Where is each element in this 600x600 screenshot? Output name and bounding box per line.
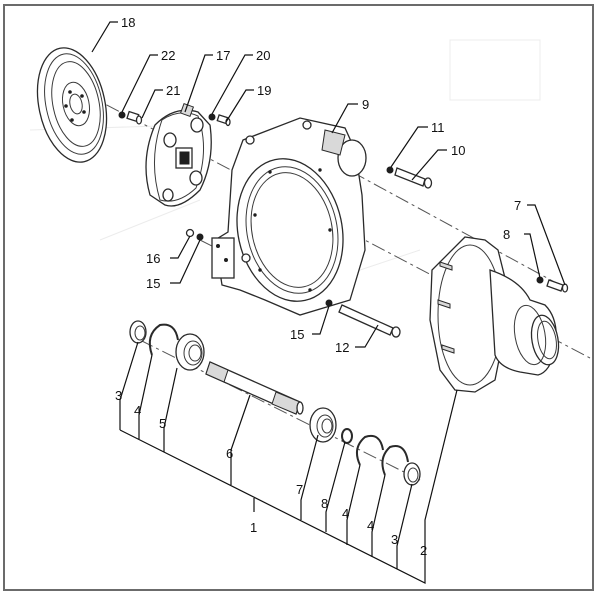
callout-9: 7 <box>514 198 566 286</box>
washer-left[interactable] <box>196 233 204 241</box>
label-20: 18 <box>121 15 135 30</box>
label-3-right: 3 <box>391 532 398 547</box>
label-22: 22 <box>161 48 175 63</box>
washer-lower[interactable] <box>325 299 333 307</box>
washer-clutch[interactable] <box>208 113 216 121</box>
label-11: 9 <box>362 97 369 112</box>
label-9: 7 <box>514 198 521 213</box>
label-17: 17 <box>216 48 230 63</box>
snap-ring-left[interactable] <box>148 323 179 356</box>
label-16: 16 <box>146 251 160 266</box>
callout-19: 20 <box>211 48 270 115</box>
callout-15-lower: 15 <box>290 305 330 342</box>
bolt-clutch[interactable] <box>216 114 231 127</box>
callout-21: 21 <box>141 83 180 119</box>
shaft[interactable] <box>205 361 304 415</box>
snap-ring-mid[interactable] <box>355 434 384 466</box>
label-5: 5 <box>159 416 166 431</box>
label-4-left: 4 <box>134 403 141 418</box>
callout-group-1: 3 4 5 6 1 7 8 4 4 3 2 <box>115 341 458 584</box>
label-2: 2 <box>420 543 427 558</box>
label-18: 19 <box>257 83 271 98</box>
callout-18: 19 <box>225 83 271 123</box>
bearing-left[interactable] <box>175 333 205 371</box>
label-12: 10 <box>451 143 465 158</box>
label-4-mid: 4 <box>342 506 349 521</box>
callout-15-left: 15 <box>146 239 201 291</box>
label-15-lower: 15 <box>290 327 304 342</box>
washer-flywheel[interactable] <box>118 111 126 119</box>
upper-bolt-axis <box>329 159 561 286</box>
bolt-flywheel[interactable] <box>126 110 143 125</box>
clutch-plate[interactable] <box>145 102 212 207</box>
long-bolt-lower[interactable] <box>338 304 401 338</box>
callout-17: 17 <box>184 48 230 113</box>
seal-ring-right[interactable] <box>403 462 421 486</box>
seal-ring-left[interactable] <box>129 320 147 344</box>
callout-13: 11 <box>390 120 445 168</box>
label-7-text: 7 <box>296 482 303 497</box>
nut[interactable] <box>185 228 195 238</box>
label-15-left: 15 <box>146 276 160 291</box>
callout-12: 10 <box>411 143 465 181</box>
callout-22: 22 <box>121 48 175 113</box>
output-housing[interactable] <box>429 236 562 393</box>
callout-11: 9 <box>331 97 369 134</box>
label-19: 20 <box>256 48 270 63</box>
callout-16: 16 <box>146 235 191 266</box>
label-13: 11 <box>431 120 445 135</box>
label-21: 21 <box>166 83 180 98</box>
bell-housing[interactable] <box>211 117 367 316</box>
flywheel[interactable] <box>28 41 117 168</box>
label-10: 8 <box>503 227 510 242</box>
label-4-right: 4 <box>367 518 374 533</box>
spacer-ring[interactable] <box>341 428 353 444</box>
long-bolt-upper[interactable] <box>394 167 433 189</box>
label-6: 6 <box>226 446 233 461</box>
background-ghost <box>29 39 541 291</box>
bearing-right[interactable] <box>309 407 337 443</box>
label-14: 12 <box>335 340 349 355</box>
label-3-left: 3 <box>115 388 122 403</box>
callout-20: 18 <box>91 15 135 53</box>
label-1: 1 <box>250 520 257 535</box>
snap-ring-right[interactable] <box>381 445 409 476</box>
label-8: 8 <box>321 496 328 511</box>
callout-10: 8 <box>503 227 541 279</box>
washer-upper[interactable] <box>386 166 394 174</box>
callout-14: 12 <box>335 324 379 355</box>
